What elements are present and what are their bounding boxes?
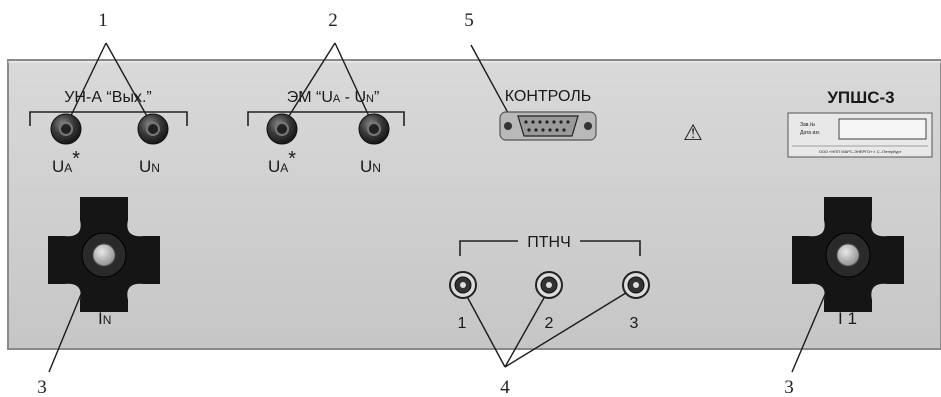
callout-3-right: 3 [784,377,794,397]
label-ua-b: UA* [268,148,296,176]
callout-2: 2 [328,10,338,31]
control-label: КОНТРОЛЬ [505,88,592,105]
callout-3-left: 3 [37,377,47,397]
ptnch-jack-3[interactable] [622,271,650,299]
ptnch-bracket [459,240,641,256]
svg-text:Дата изг.: Дата изг. [800,130,820,136]
control-db15-connector[interactable] [499,111,597,141]
ptnch-label-1: 1 [458,315,467,332]
warning-icon: ⚠ [683,120,703,145]
group-a-bracket [29,111,188,126]
ptnch-jack-2[interactable] [535,271,563,299]
leader-lines [48,42,842,373]
label-un-a: UN [139,157,160,176]
ptnch-label: ПТНЧ [527,234,571,251]
jack-ua-b[interactable] [266,113,298,145]
front-panel [7,59,941,350]
jack-ua-a[interactable] [50,113,82,145]
group-b-bracket [247,111,405,126]
label-ua-a: UA* [52,148,80,176]
ptnch-label-2: 2 [545,315,554,332]
model-label: УПШС-3 [827,88,894,107]
callout-1: 1 [98,10,108,31]
current-terminal-in[interactable] [48,197,160,312]
svg-text:ООО «НПП МАРС-ЭНЕРГО» г. С.-Пе: ООО «НПП МАРС-ЭНЕРГО» г. С.-Петербург [819,149,902,154]
label-i1: I 1 [838,309,857,328]
callout-4: 4 [500,377,510,397]
ptnch-jack-1[interactable] [449,271,477,299]
label-un-b: UN [360,157,381,176]
group-b-label: ЭМ “UA - UN” [287,89,380,106]
nameplate: Зав.№ Дата изг. ООО «НПП МАРС-ЭНЕРГО» г.… [787,112,933,158]
jack-un-b[interactable] [358,113,390,145]
jack-un-a[interactable] [137,113,169,145]
group-a-label: УН-А “Вых.” [64,89,151,106]
current-terminal-i1[interactable] [792,197,904,312]
ptnch-label-3: 3 [630,315,639,332]
callout-5: 5 [464,10,474,31]
svg-text:Зав.№: Зав.№ [800,122,815,128]
label-in: IN [98,309,111,328]
